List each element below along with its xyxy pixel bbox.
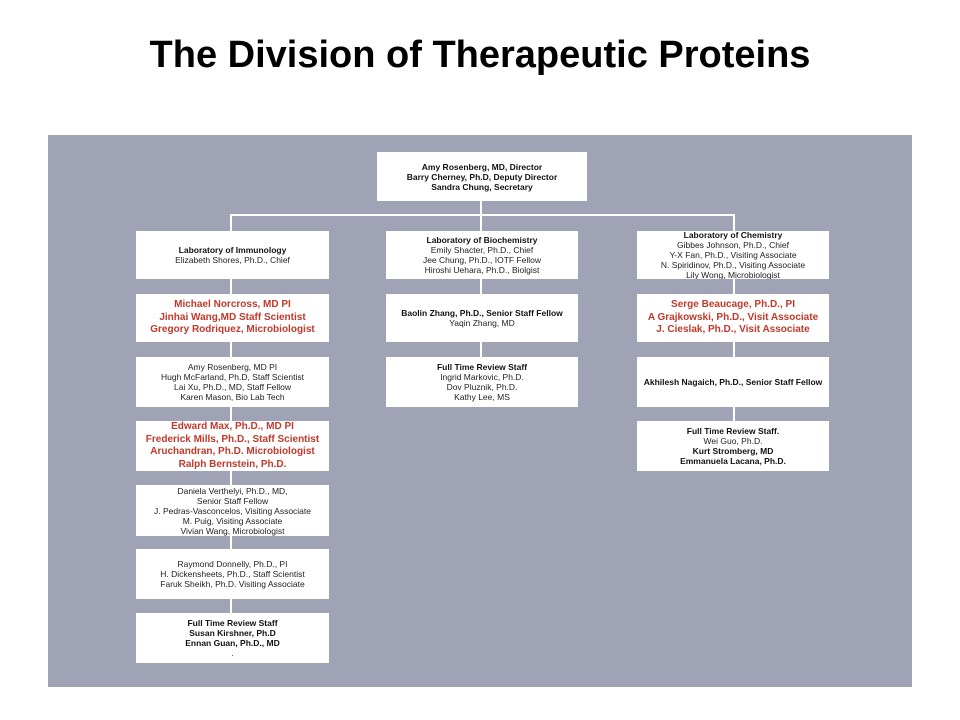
- box-line: N. Spiridinov, Ph.D., Visiting Associate: [660, 260, 806, 270]
- beaucage-group-box: Serge Beaucage, Ph.D., PI A Grajkowski, …: [637, 294, 829, 342]
- box-line: Aruchandran, Ph.D. Microbiologist: [150, 446, 315, 457]
- page-title: The Division of Therapeutic Proteins: [149, 34, 811, 76]
- box-line: Emmanuela Lacana, Ph.D.: [680, 456, 786, 466]
- box-line: Gibbes Johnson, Ph.D., Chief: [677, 240, 789, 250]
- box-line: Full Time Review Staff: [187, 618, 278, 628]
- immunology-review-staff-box: Full Time Review Staff Susan Kirshner, P…: [136, 613, 329, 663]
- box-line: Kathy Lee, MS: [454, 392, 510, 402]
- biochemistry-review-staff-box: Full Time Review Staff Ingrid Markovic, …: [386, 357, 578, 407]
- box-line: Faruk Sheikh, Ph.D. Visiting Associate: [160, 579, 305, 589]
- box-line: J. Cieslak, Ph.D., Visit Associate: [656, 324, 810, 336]
- box-line: Laboratory of Immunology: [178, 245, 287, 255]
- org-chart-panel: Amy Rosenberg, MD, Director Barry Cherne…: [48, 135, 912, 687]
- connector-col2-drop: [480, 214, 482, 231]
- box-line: Ralph Bernstein, Ph.D.: [178, 458, 287, 470]
- box-line: Edward Max, Ph.D., MD PI: [171, 421, 294, 432]
- chemistry-lab-box: Laboratory of Chemistry Gibbes Johnson, …: [637, 231, 829, 279]
- director-box: Amy Rosenberg, MD, Director Barry Cherne…: [377, 152, 587, 201]
- connector-horizontal-bar: [230, 214, 734, 216]
- box-line: Frederick Mills, Ph.D., Staff Scientist: [145, 433, 320, 445]
- box-line: Laboratory of Chemistry: [683, 231, 783, 240]
- box-line: .: [231, 648, 234, 658]
- chemistry-review-staff-box: Full Time Review Staff. Wei Guo, Ph.D. K…: [637, 421, 829, 471]
- box-line: Kurt Stromberg, MD: [692, 446, 774, 456]
- verthelyi-group-box: Daniela Verthelyi, Ph.D., MD, Senior Sta…: [136, 485, 329, 536]
- box-line: Serge Beaucage, Ph.D., PI: [671, 299, 795, 311]
- biochemistry-lab-box: Laboratory of Biochemistry Emily Shacter…: [386, 231, 578, 279]
- box-line: Senior Staff Fellow: [196, 495, 269, 506]
- box-line: Susan Kirshner, Ph.D: [189, 628, 276, 638]
- box-line: Karen Mason, Bio Lab Tech: [180, 392, 285, 402]
- box-line: Lily Wong, Microbiologist: [686, 270, 780, 279]
- box-line: Jee Chung, Ph.D., IOTF Fellow: [422, 255, 542, 265]
- box-line: Gregory Rodriquez, Microbiologist: [150, 324, 315, 336]
- box-line: Hiroshi Uehara, Ph.D., Biolgist: [424, 265, 540, 275]
- director-line: Barry Cherney, Ph.D, Deputy Director: [406, 171, 558, 182]
- box-line: Dov Pluznik, Ph.D.: [446, 382, 518, 392]
- box-line: A Grajkowski, Ph.D., Visit Associate: [647, 311, 819, 323]
- box-line: Emily Shacter, Ph.D., Chief: [430, 245, 534, 255]
- box-line: Ennan Guan, Ph.D., MD: [185, 638, 280, 648]
- box-line: Akhilesh Nagaich, Ph.D., Senior Staff Fe…: [643, 377, 823, 387]
- box-line: Hugh McFarland, Ph.D, Staff Scientist: [161, 372, 304, 382]
- connector-col1-drop: [230, 214, 232, 231]
- immunology-lab-box: Laboratory of Immunology Elizabeth Shore…: [136, 231, 329, 279]
- box-line: Ingrid Markovic, Ph.D.: [440, 372, 524, 382]
- box-line: Baolin Zhang, Ph.D., Senior Staff Fellow: [401, 308, 563, 318]
- box-line: Full Time Review Staff.: [686, 426, 780, 436]
- norcross-group-box: Michael Norcross, MD PI Jinhai Wang,MD S…: [136, 294, 329, 342]
- box-line: Daniela Verthelyi, Ph.D., MD,: [177, 485, 288, 496]
- box-line: Vivian Wang, Microbiologist: [180, 525, 285, 536]
- zhang-group-box: Baolin Zhang, Ph.D., Senior Staff Fellow…: [386, 294, 578, 342]
- box-line: H. Dickensheets, Ph.D., Staff Scientist: [160, 569, 305, 579]
- box-line: Raymond Donnelly, Ph.D., PI: [177, 559, 288, 569]
- connector-director-down: [480, 201, 482, 215]
- connector-col3-spine: [733, 275, 735, 423]
- box-line: Lai Xu, Ph.D., MD, Staff Fellow: [174, 382, 291, 392]
- box-line: Michael Norcross, MD PI: [174, 299, 291, 311]
- box-line: Elizabeth Shores, Ph.D., Chief: [175, 255, 290, 265]
- box-line: J. Pedras-Vasconcelos, Visiting Associat…: [153, 505, 311, 516]
- director-line: Amy Rosenberg, MD, Director: [421, 161, 543, 172]
- box-line: Full Time Review Staff: [436, 362, 528, 372]
- box-line: Jinhai Wang,MD Staff Scientist: [159, 311, 306, 323]
- box-line: Yaqin Zhang, MD: [449, 318, 515, 328]
- nagaich-box: Akhilesh Nagaich, Ph.D., Senior Staff Fe…: [637, 357, 829, 407]
- box-line: Amy Rosenberg, MD PI: [187, 362, 278, 372]
- max-group-box: Edward Max, Ph.D., MD PI Frederick Mills…: [136, 421, 329, 471]
- director-line: Sandra Chung, Secretary: [431, 181, 533, 192]
- box-line: Laboratory of Biochemistry: [426, 235, 538, 245]
- donnelly-group-box: Raymond Donnelly, Ph.D., PI H. Dickenshe…: [136, 549, 329, 599]
- rosenberg-group-box: Amy Rosenberg, MD PI Hugh McFarland, Ph.…: [136, 357, 329, 407]
- connector-col3-drop: [733, 214, 735, 231]
- box-line: Wei Guo, Ph.D.: [703, 436, 763, 446]
- box-line: M. Puig, Visiting Associate: [182, 515, 283, 526]
- box-line: Y-X Fan, Ph.D., Visiting Associate: [669, 250, 797, 260]
